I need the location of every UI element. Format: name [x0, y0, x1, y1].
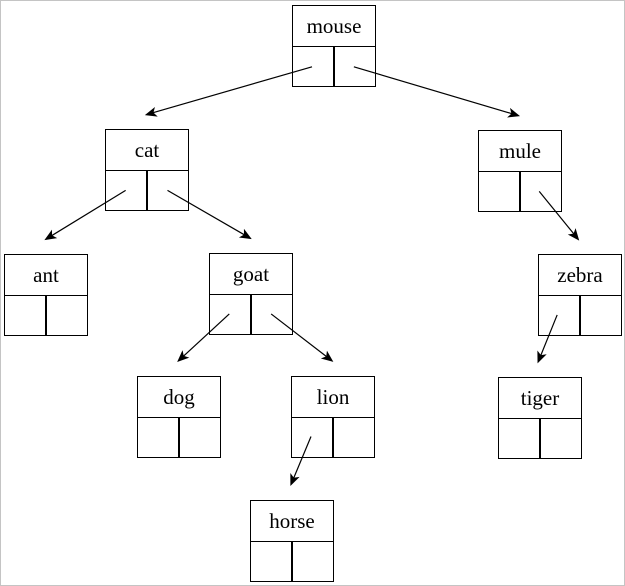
node-label: mule	[478, 130, 562, 172]
tree-node-zebra: zebra	[538, 254, 622, 336]
right-pointer-cell	[178, 416, 221, 458]
left-pointer-cell	[250, 540, 293, 582]
right-pointer-cell	[146, 169, 189, 211]
right-pointer-cell	[291, 540, 334, 582]
node-pointer-row	[498, 417, 582, 459]
edge-mouse-left-cat	[144, 66, 313, 117]
left-pointer-cell	[105, 169, 148, 211]
node-pointer-row	[538, 294, 622, 336]
node-label: horse	[250, 500, 334, 542]
node-pointer-row	[478, 170, 562, 212]
tree-node-cat: cat	[105, 129, 189, 211]
tree-node-tiger: tiger	[498, 377, 582, 459]
left-pointer-cell	[292, 45, 335, 87]
node-label: lion	[291, 376, 375, 418]
node-label: cat	[105, 129, 189, 171]
left-pointer-cell	[291, 416, 334, 458]
node-pointer-row	[250, 540, 334, 582]
tree-node-horse: horse	[250, 500, 334, 582]
left-pointer-cell	[209, 293, 252, 335]
left-pointer-cell	[478, 170, 521, 212]
tree-node-mouse: mouse	[292, 5, 376, 87]
left-pointer-cell	[538, 294, 581, 336]
node-label: zebra	[538, 254, 622, 296]
node-pointer-row	[291, 416, 375, 458]
node-pointer-row	[105, 169, 189, 211]
right-pointer-cell	[539, 417, 582, 459]
node-label: dog	[137, 376, 221, 418]
left-pointer-cell	[4, 294, 47, 336]
node-label: goat	[209, 253, 293, 295]
right-pointer-cell	[45, 294, 88, 336]
tree-node-dog: dog	[137, 376, 221, 458]
node-label: tiger	[498, 377, 582, 419]
node-label: ant	[4, 254, 88, 296]
right-pointer-cell	[250, 293, 293, 335]
node-pointer-row	[137, 416, 221, 458]
node-pointer-row	[4, 294, 88, 336]
tree-node-mule: mule	[478, 130, 562, 212]
right-pointer-cell	[519, 170, 562, 212]
tree-node-lion: lion	[291, 376, 375, 458]
node-pointer-row	[292, 45, 376, 87]
left-pointer-cell	[498, 417, 541, 459]
tree-node-goat: goat	[209, 253, 293, 335]
right-pointer-cell	[332, 416, 375, 458]
left-pointer-cell	[137, 416, 180, 458]
tree-node-ant: ant	[4, 254, 88, 336]
edge-mouse-right-mule	[353, 66, 521, 118]
right-pointer-cell	[579, 294, 622, 336]
right-pointer-cell	[333, 45, 376, 87]
node-pointer-row	[209, 293, 293, 335]
node-label: mouse	[292, 5, 376, 47]
